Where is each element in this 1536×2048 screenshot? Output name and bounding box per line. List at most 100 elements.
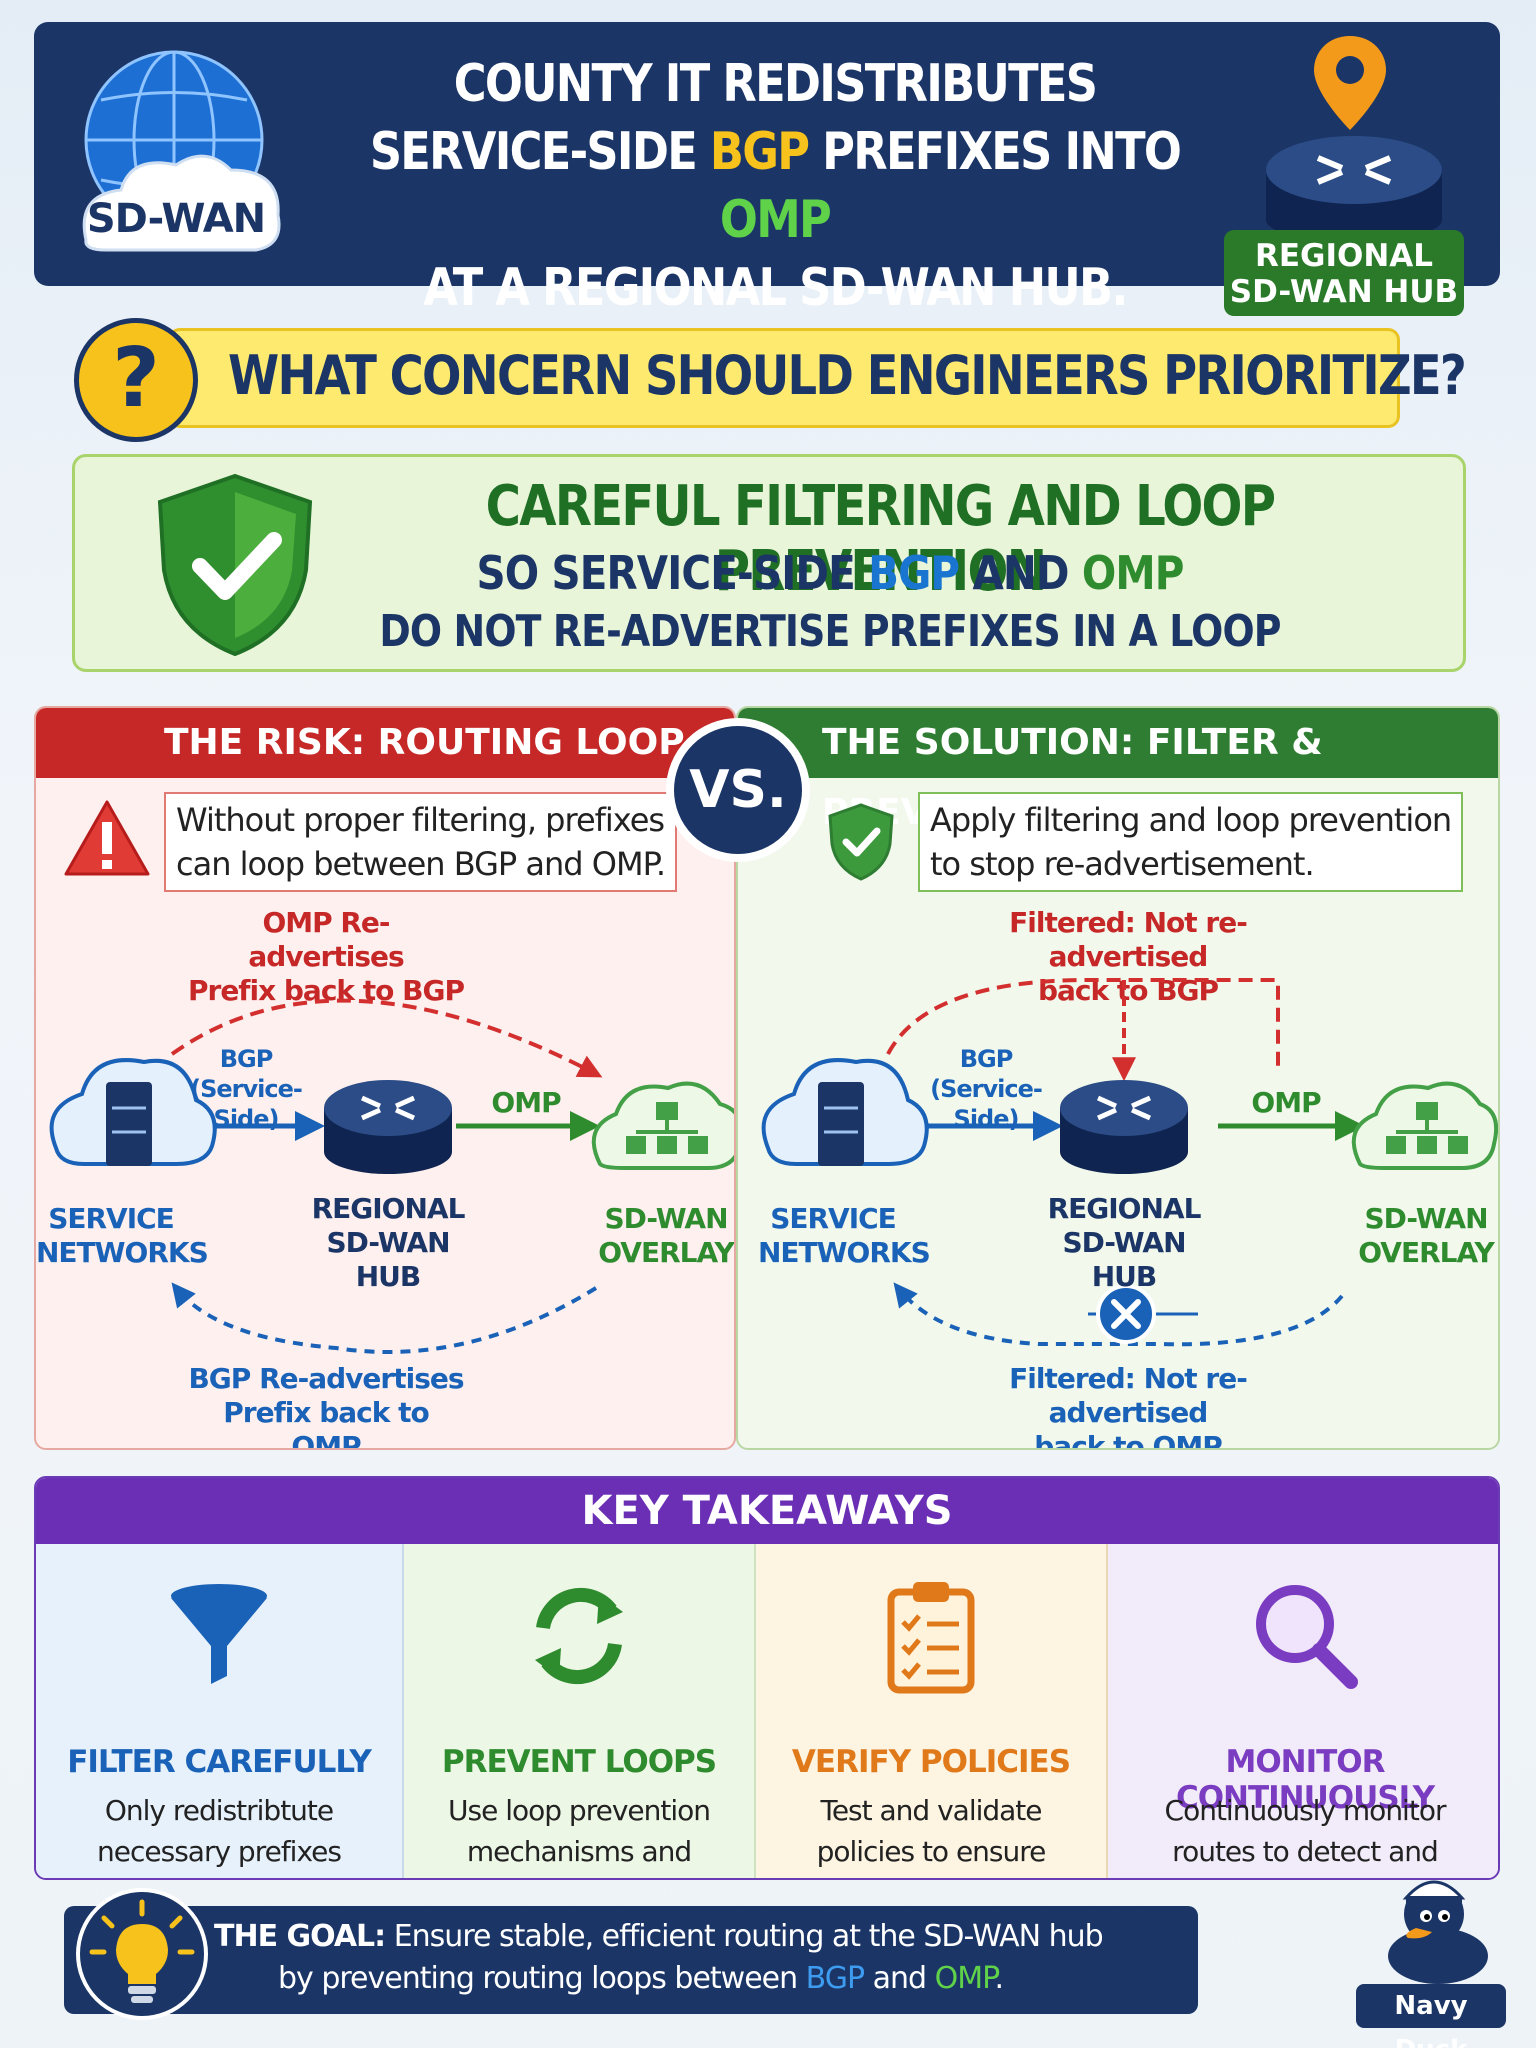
goal-text-part: by preventing routing loops between [278, 1961, 806, 1996]
label-line: NETWORKS [36, 1236, 209, 1269]
answer-line-3: DO NOT RE-ADVERTISE PREFIXES IN A LOOP [379, 606, 1281, 657]
label-line: NETWORKS [758, 1236, 931, 1269]
title-line-3: AT A REGIONAL SD-WAN HUB. [423, 258, 1128, 318]
takeaways-heading: KEY TAKEAWAYS [36, 1478, 1498, 1544]
bgp-label: BGP (Service-Side) [906, 1044, 1066, 1134]
label-line: SD-WAN [604, 1202, 728, 1235]
magnifier-icon [1256, 1585, 1358, 1689]
takeaway-title: FILTER CAREFULLY [67, 1744, 372, 1780]
question-text: WHAT CONCERN SHOULD ENGINEERS PRIORITIZE… [228, 344, 1467, 407]
router-icon [324, 1080, 452, 1174]
takeaway-title: PREVENT LOOPS [441, 1744, 717, 1780]
omp-label: OMP [1251, 1086, 1321, 1119]
note-line: Apply filtering and loop prevention [930, 801, 1452, 839]
arrow-label-line: OMP Re-advertises [248, 906, 404, 973]
overlay-cloud-icon [591, 1081, 734, 1170]
badge-line: REGIONAL [1254, 238, 1434, 274]
warning-icon [64, 800, 150, 876]
key-takeaways: KEY TAKEAWAYS FILTER CAREFULLY Only redi… [34, 1476, 1500, 1880]
shield-check-icon [157, 473, 313, 657]
label-line: BGP [959, 1045, 1014, 1073]
loop-arrow-bottom [171, 1282, 598, 1354]
solution-flow-diagram [761, 977, 1498, 1347]
arrow-label-line: Filtered: Not re-advertised [1009, 1362, 1248, 1429]
title-line-2: SERVICE-SIDE BGP PREFIXES INTO OMP [358, 118, 1192, 254]
arrow-label-line: BGP Re-advertises [188, 1362, 464, 1395]
server-cloud-icon [49, 1058, 217, 1166]
body-line: between BGP and OMP. [36, 1872, 402, 1878]
title-text: PREFIXES INTO [808, 122, 1182, 182]
bgp-label: BGP (Service-Side) [166, 1044, 326, 1134]
takeaway-body: Use loop prevention mechanisms and route… [404, 1790, 754, 1878]
omp-highlight: OMP [934, 1961, 996, 1996]
shield-check-icon [828, 803, 894, 881]
body-line: Only redistribtute [104, 1794, 334, 1827]
note-line: to stop re-advertisement. [930, 845, 1315, 883]
question-mark-icon: ? [74, 318, 198, 442]
goal-label: THE GOAL: [214, 1919, 386, 1954]
overlay-label: SD-WAN OVERLAY [1356, 1202, 1496, 1270]
body-line: Continuously monitor [1164, 1794, 1447, 1827]
body-line: routes to detect and [1172, 1835, 1439, 1868]
sd-wan-cloud-label: SD-WAN [86, 196, 266, 242]
body-line: necessary prefixes [97, 1835, 342, 1868]
goal-line-2: by preventing routing loops between BGP … [214, 1958, 1194, 2000]
badge-line: SD-WAN HUB [1229, 274, 1459, 310]
label-line: (Service-Side) [930, 1075, 1043, 1133]
body-line: policies to ensure [816, 1835, 1047, 1868]
risk-heading: THE RISK: ROUTING LOOP [36, 708, 734, 778]
bgp-highlight: BGP [805, 1961, 865, 1996]
service-networks-label: SERVICE NETWORKS [758, 1202, 931, 1270]
note-line: can loop between BGP and OMP. [176, 845, 666, 883]
takeaway-prevent: PREVENT LOOPS Use loop prevention mechan… [404, 1544, 756, 1878]
risk-note: Without proper filtering, prefixes can l… [164, 792, 678, 892]
answer-headline: CAREFUL FILTERING AND LOOP PREVENTION [485, 474, 1276, 604]
answer-text: AND [959, 546, 1082, 600]
body-line: mechanisms and [466, 1835, 692, 1868]
overlay-label: SD-WAN OVERLAY [596, 1202, 734, 1270]
answer-line-2: SO SERVICE-SIDE BGP AND OMP [364, 546, 1297, 600]
loop-arrow-top [170, 998, 603, 1078]
goal-text: THE GOAL: Ensure stable, efficient routi… [214, 1916, 1194, 2000]
title-text: SERVICE-SIDE [369, 122, 710, 182]
takeaway-body: Only redistribtute necessary prefixes be… [36, 1790, 402, 1878]
body-line: route tagging. [404, 1872, 754, 1878]
label-line: OVERLAY [1358, 1236, 1495, 1269]
arrow-label-line: Prefix back to OMP [223, 1396, 429, 1450]
clipboard-checklist-icon [887, 1582, 975, 1694]
navy-duck-mascot-icon [1388, 1880, 1488, 1984]
takeaway-filter: FILTER CAREFULLY Only redistribtute nece… [36, 1544, 404, 1878]
body-line: resolve issues early. [1108, 1872, 1498, 1878]
hub-label: REGIONAL SD-WAN HUB [298, 1192, 478, 1294]
label-line: SD-WAN HUB [326, 1226, 450, 1293]
funnel-icon [171, 1584, 267, 1684]
title-line-1: COUNTY IT REDISTRIBUTES [453, 54, 1098, 114]
solution-top-arrow-label: Filtered: Not re-advertised back to BGP [938, 906, 1318, 1008]
refresh-icon [535, 1587, 623, 1685]
globe-cloud-icon [82, 50, 281, 252]
goal-text-part: and [864, 1961, 935, 1996]
brand-label: Navy Duck [1356, 1984, 1506, 2048]
body-line: Use loop prevention [448, 1794, 711, 1827]
goal-banner [64, 1906, 1198, 2014]
label-line: SERVICE [48, 1202, 175, 1235]
filtered-arrow-bottom [893, 1282, 1344, 1347]
body-line: Test and validate [820, 1794, 1042, 1827]
risk-flow-diagram [49, 998, 734, 1354]
omp-label: OMP [491, 1086, 561, 1119]
arrow-label-line: back to OMP [1034, 1430, 1222, 1450]
lightbulb-icon [76, 1888, 208, 2020]
bgp-highlight: BGP [709, 122, 810, 182]
router-location-icon [1266, 36, 1442, 240]
label-line: OVERLAY [598, 1236, 734, 1269]
solution-panel: THE SOLUTION: FILTER & PREVENT LOOPS App… [736, 706, 1500, 1450]
server-cloud-icon [761, 1058, 929, 1166]
arrow-label-line: Filtered: Not re-advertised [1009, 906, 1248, 973]
note-line: Without proper filtering, prefixes [176, 801, 665, 839]
takeaway-title: VERIFY POLICIES [791, 1744, 1071, 1780]
hub-label: REGIONAL SD-WAN HUB [1034, 1192, 1214, 1294]
service-networks-label: SERVICE NETWORKS [36, 1202, 209, 1270]
label-line: BGP [219, 1045, 274, 1073]
label-line: REGIONAL [1047, 1192, 1202, 1225]
vs-badge: VS. [666, 718, 810, 862]
